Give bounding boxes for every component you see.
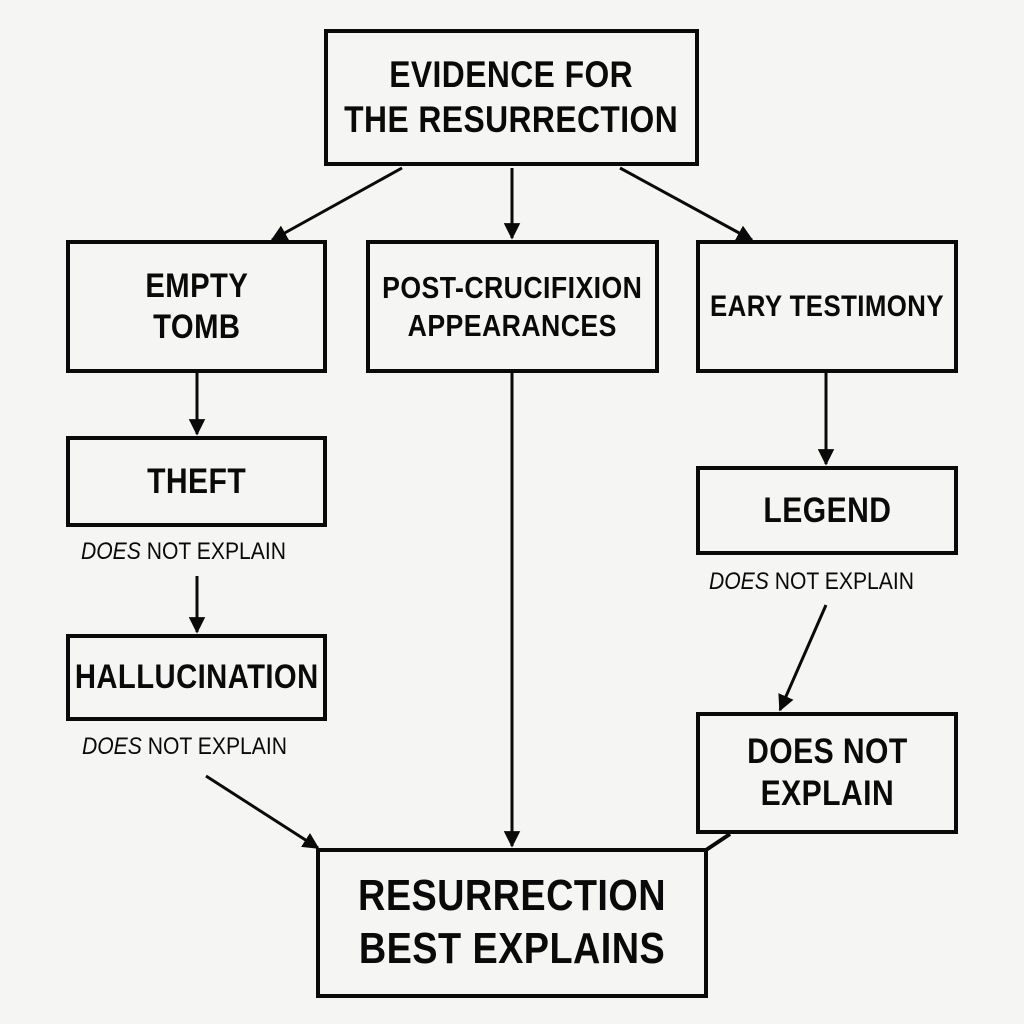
theft-verdict-emphasis: DOES [81,538,141,565]
legend-verdict-emphasis: DOES [709,568,769,595]
empty-tomb-line-1: EMPTY [145,266,248,305]
hallucination-verdict: DOES NOT EXPLAIN [82,733,287,761]
arrow-legend-to-outcome [778,604,828,712]
arrow-title-to-empty-tomb [270,166,403,242]
early-testimony-line-1: EARY TESTIMONY [710,289,944,323]
arrow-hallucination-to-conclusion [205,774,320,850]
hallucination-box: HALLUCINATION [66,634,327,721]
empty-tomb-line-2: TOMB [152,307,241,346]
theft-verdict: DOES NOT EXPLAIN [81,538,286,566]
appearances-line-2: APPEARANCES [407,307,618,343]
legend-verdict: DOES NOT EXPLAIN [709,568,914,596]
theft-label: THEFT [146,461,247,501]
appearances-line-1: POST-CRUCIFIXION [382,270,643,306]
legend-box: LEGEND [696,466,958,555]
legend-verdict-rest: NOT EXPLAIN [768,568,915,595]
legend-label: LEGEND [762,490,892,530]
arrow-title-to-testimony [619,166,754,242]
conclusion-box: RESURRECTION BEST EXPLAINS [316,848,708,998]
appearances-box: POST-CRUCIFIXION APPEARANCES [366,240,659,373]
title-line-2: THE RESURRECTION [344,98,679,140]
theft-verdict-rest: NOT EXPLAIN [140,538,287,565]
connector-outcome-to-conclusion [704,832,732,852]
theft-box: THEFT [66,436,327,527]
title-line-1: EVIDENCE FOR [389,54,634,96]
conclusion-line-1: RESURRECTION [358,871,666,921]
legend-outcome-box: DOES NOT EXPLAIN [696,712,958,834]
empty-tomb-box: EMPTY TOMB [66,240,327,373]
hallucination-verdict-emphasis: DOES [82,733,142,760]
title-box: EVIDENCE FOR THE RESURRECTION [324,29,699,166]
early-testimony-box: EARY TESTIMONY [696,240,958,373]
legend-outcome-line-1: DOES NOT [746,732,908,771]
hallucination-label: HALLUCINATION [74,658,319,697]
conclusion-line-2: BEST EXPLAINS [358,924,666,973]
hallucination-verdict-rest: NOT EXPLAIN [141,733,288,760]
legend-outcome-line-2: EXPLAIN [760,774,894,813]
